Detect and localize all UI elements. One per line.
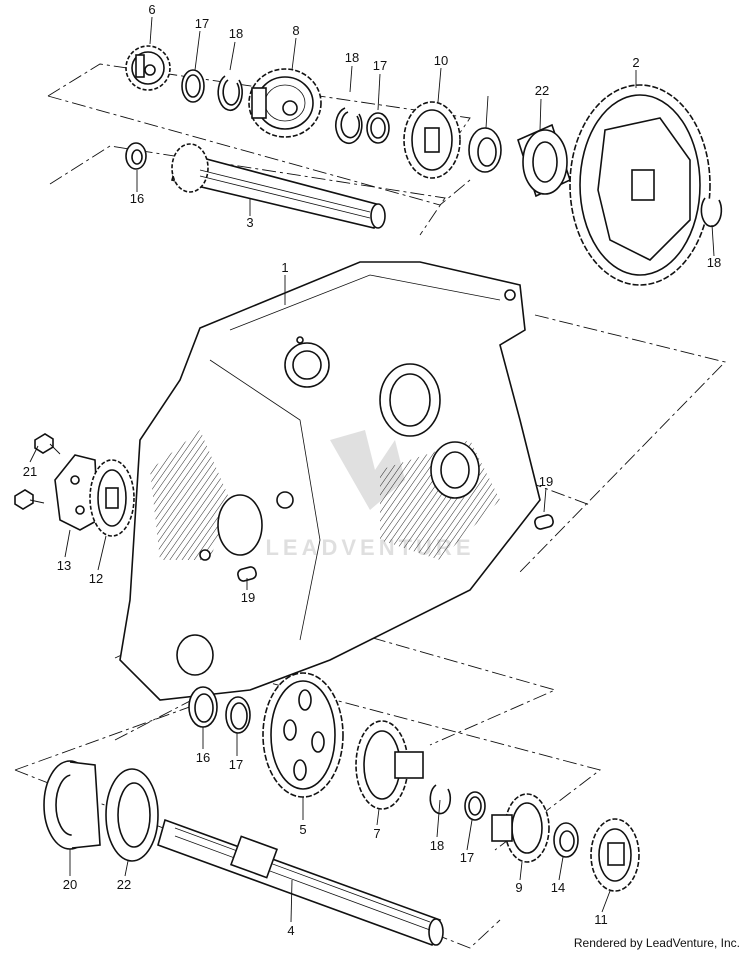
callout-13: 13 — [57, 558, 71, 573]
part-4-mainshaft — [157, 818, 444, 947]
part-3-countershaft — [171, 143, 386, 229]
callout-18: 18 — [430, 838, 444, 853]
callout-6: 6 — [148, 2, 155, 17]
callout-16: 16 — [196, 750, 210, 765]
callout-8: 8 — [292, 23, 299, 38]
part-7-gear — [355, 720, 424, 810]
part-17-ring-mid — [366, 112, 390, 144]
callout-18: 18 — [345, 50, 359, 65]
part-19-dowel-right — [534, 514, 554, 530]
callout-4: 4 — [287, 923, 294, 938]
callout-17: 17 — [373, 58, 387, 73]
callout-2: 2 — [632, 55, 639, 70]
callout-1: 1 — [281, 260, 288, 275]
callout-11: 11 — [594, 912, 608, 927]
part-18-clip-top — [217, 75, 243, 112]
part-5-gear — [262, 672, 344, 798]
part-20-bearing — [43, 760, 101, 850]
callout-19: 19 — [241, 590, 255, 605]
part-15-washer — [468, 127, 502, 173]
part-21-bolts — [14, 433, 61, 510]
part-22-bearing-bottom — [105, 768, 159, 862]
part-16-washer-bottom — [188, 686, 218, 728]
part-2-large-gear — [569, 84, 711, 286]
leader-lines — [29, 16, 715, 923]
callout-21: 21 — [23, 464, 37, 479]
callout-3: 3 — [246, 215, 253, 230]
part-9-gear — [491, 793, 550, 863]
callout-10: 10 — [434, 53, 448, 68]
part-22-bearing-top — [517, 123, 571, 198]
callout-19: 19 — [539, 474, 553, 489]
part-8-gear — [248, 68, 322, 138]
callout-22: 22 — [117, 877, 131, 892]
callout-18: 18 — [707, 255, 721, 270]
part-12-sprocket — [89, 459, 135, 537]
watermark-text: LEADVENTURE — [265, 535, 474, 560]
render-credit: Rendered by LeadVenture, Inc. — [573, 936, 740, 950]
callout-12: 12 — [89, 571, 103, 586]
part-14-washer — [553, 822, 579, 858]
callout-22: 22 — [535, 83, 549, 98]
part-18-clip-mid — [335, 107, 363, 144]
callout-17: 17 — [229, 757, 243, 772]
part-10-gear — [403, 101, 461, 179]
callout-17: 17 — [195, 16, 209, 31]
part-17-ring-bottom-right — [464, 791, 486, 821]
callout-20: 20 — [63, 877, 77, 892]
callout-9: 9 — [515, 880, 522, 895]
part-17-ring-top — [181, 69, 205, 103]
callout-labels: 6 17 18 8 18 17 10 22 2 18 16 3 1 19 19 … — [23, 2, 721, 938]
callout-5: 5 — [299, 822, 306, 837]
part-18-clip-right — [700, 197, 723, 228]
callout-16: 16 — [130, 191, 144, 206]
callout-7: 7 — [373, 826, 380, 841]
callout-14: 14 — [551, 880, 565, 895]
leadventure-watermark: LEADVENTURE — [265, 430, 474, 560]
callout-17: 17 — [460, 850, 474, 865]
part-19-dowel-left — [237, 566, 257, 582]
part-17-ring-bottom-left — [225, 696, 251, 734]
part-6-gear — [125, 45, 171, 91]
part-11-gear — [590, 818, 640, 892]
part-16-washer-top — [125, 142, 147, 170]
part-18-clip-bottom — [429, 784, 452, 815]
callout-18: 18 — [229, 26, 243, 41]
part-1-crankcase — [119, 261, 541, 701]
